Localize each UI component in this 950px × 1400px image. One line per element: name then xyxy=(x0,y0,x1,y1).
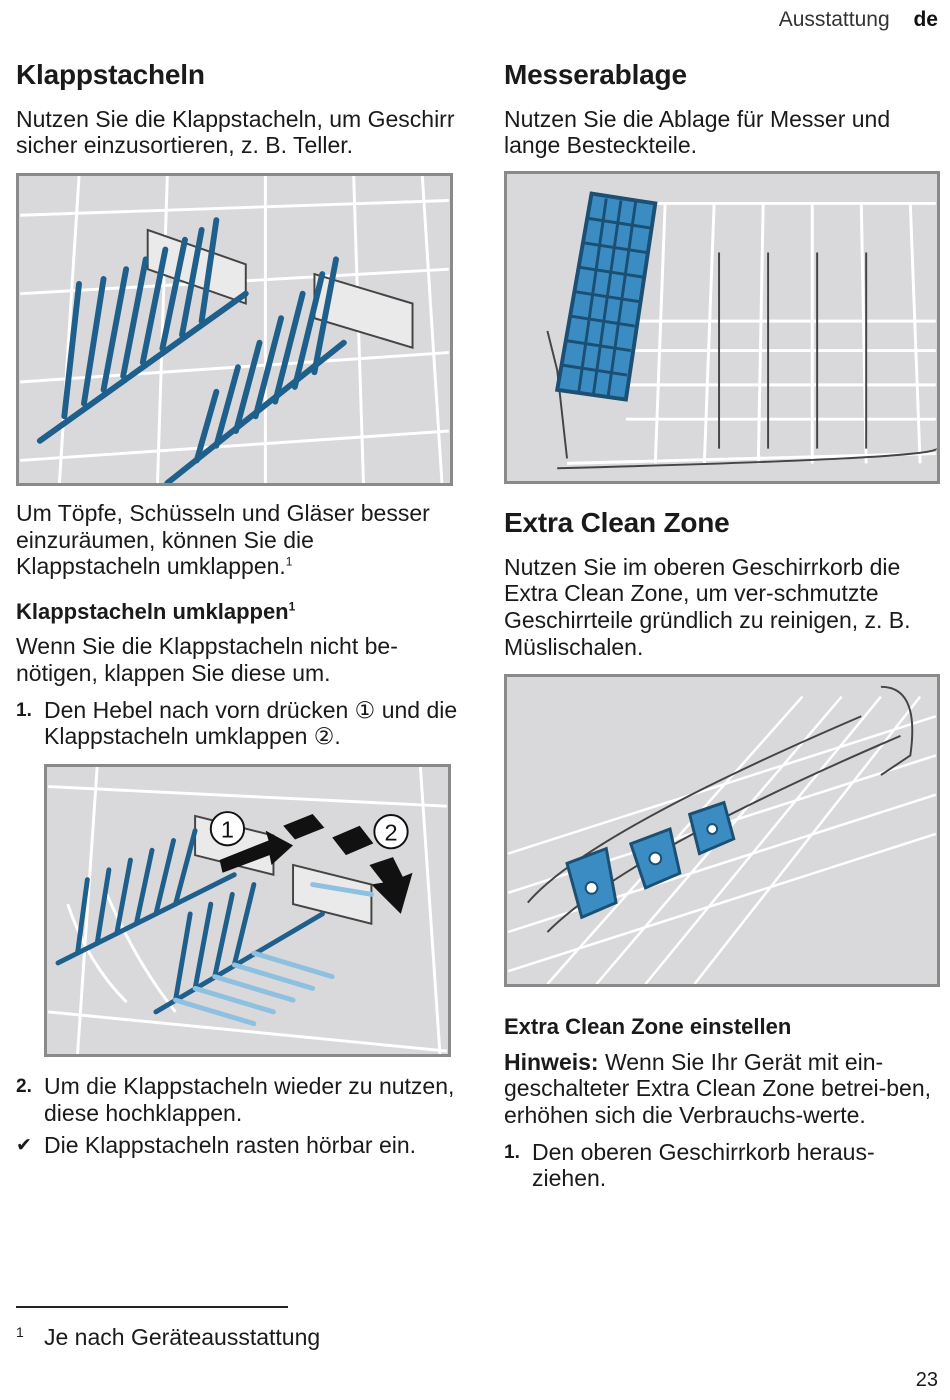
heading-messerablage: Messerablage xyxy=(504,59,687,90)
footnote: 1 Je nach Geräteausstattung xyxy=(16,1324,320,1351)
page-header: Ausstattung de xyxy=(779,8,938,32)
result-text: Die Klappstacheln rasten hörbar ein. xyxy=(44,1132,417,1159)
right-column: Messerablage Nutzen Sie die Ablage für M… xyxy=(504,58,940,1192)
step-text: Den oberen Geschirrkorb heraus-ziehen. xyxy=(532,1138,875,1192)
step-number: 1. xyxy=(16,699,32,721)
intro-klappstacheln: Nutzen Sie die Klappstacheln, um Geschir… xyxy=(16,105,455,159)
folding-spikes-illustration xyxy=(20,175,449,483)
note-paragraph: Hinweis: Wenn Sie Ihr Gerät mit ein-gesc… xyxy=(504,1049,940,1129)
heading-set-extra-clean-zone: Extra Clean Zone einstellen xyxy=(504,1014,792,1040)
step-number: 2. xyxy=(16,1076,32,1098)
footnote-text: Je nach Geräteausstattung xyxy=(44,1324,321,1350)
note-label: Hinweis: xyxy=(504,1048,599,1075)
figure-extra-clean-zone xyxy=(504,674,940,988)
section-title: Ausstattung xyxy=(778,8,890,31)
footnote-ref: 1 xyxy=(288,599,296,614)
extra-clean-zone-illustration xyxy=(507,677,937,985)
page-number: 23 xyxy=(915,1369,938,1391)
footnote-divider xyxy=(16,1306,288,1308)
check-icon: ✔ xyxy=(16,1135,32,1157)
paragraph-fold-spikes: Um Töpfe, Schüsseln und Gläser besser ei… xyxy=(16,499,430,580)
knife-rack-illustration xyxy=(508,173,937,481)
figure-folding-spikes xyxy=(16,172,453,486)
step-1-right: 1. Den oberen Geschirrkorb heraus-ziehen… xyxy=(504,1139,940,1192)
step-2: 2. Um die Klappstacheln wieder zu nutzen… xyxy=(16,1073,461,1126)
paragraph-fold-instructions: Wenn Sie die Klappstacheln nicht be-nöti… xyxy=(16,633,398,687)
intro-messerablage: Nutzen Sie die Ablage für Messer und lan… xyxy=(504,105,891,159)
figure-fold-steps: 1 2 xyxy=(44,764,451,1058)
callout-1: 1 xyxy=(221,817,234,843)
step-result: ✔ Die Klappstacheln rasten hörbar ein. xyxy=(16,1132,461,1159)
heading-extra-clean-zone: Extra Clean Zone xyxy=(504,506,730,538)
fold-steps-illustration: 1 2 xyxy=(48,767,447,1055)
footnote-ref: 1 xyxy=(285,554,293,569)
step-1: 1. Den Hebel nach vorn drücken ① und die… xyxy=(16,697,461,750)
heading-klappstacheln: Klappstacheln xyxy=(16,59,205,90)
footnote-mark: 1 xyxy=(16,1324,24,1340)
left-column: Klappstacheln Nutzen Sie die Klappstache… xyxy=(16,58,461,1159)
figure-knife-rack xyxy=(504,170,940,484)
callout-2: 2 xyxy=(384,820,397,846)
step-number: 1. xyxy=(504,1141,520,1163)
heading-fold-spikes: Klappstacheln umklappen1 xyxy=(16,598,296,624)
step-text: Den Hebel nach vorn drücken ① und die Kl… xyxy=(44,696,458,750)
language-code: de xyxy=(913,8,938,31)
step-text: Um die Klappstacheln wieder zu nutzen, d… xyxy=(44,1073,455,1126)
note-text: Wenn Sie Ihr Gerät mit ein-geschalteter … xyxy=(504,1048,932,1129)
intro-extra-clean-zone: Nutzen Sie im oberen Geschirrkorb die Ex… xyxy=(504,553,911,660)
